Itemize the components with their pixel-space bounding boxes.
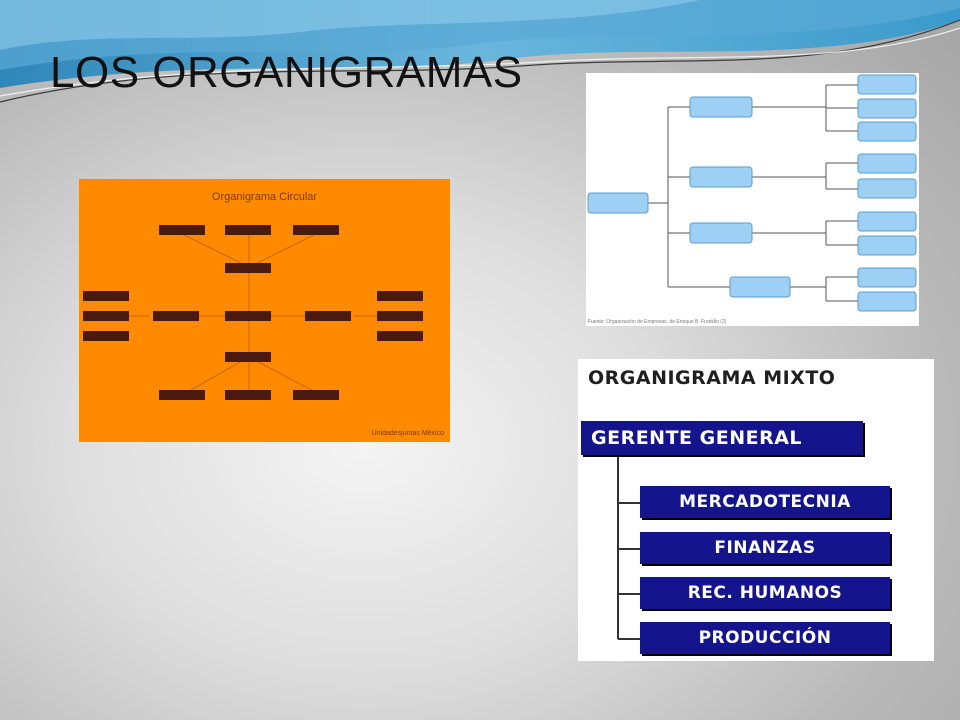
chart-box [377,331,423,341]
chart-box [293,390,339,400]
circular-chart-credit: Unidadesjuntas México [371,430,444,437]
chart-box [83,291,129,301]
horizontal-chart-credit: Fuente: Organización de Empresas, de Enr… [588,319,727,325]
chart-box [159,225,205,235]
gerente-general-box: GERENTE GENERAL [581,421,863,455]
circular-chart-graphic [83,225,423,400]
chart-box [689,166,753,188]
chart-box [305,311,351,321]
chart-box [225,352,271,362]
chart-box [729,276,791,298]
chart-box [857,121,917,142]
chart-box [293,225,339,235]
chart-box [689,222,753,244]
chart-box [857,211,917,232]
chart-box [83,311,129,321]
chart-box [587,192,649,214]
chart-box [153,311,199,321]
chart-box [857,98,917,119]
chart-box [225,263,271,273]
department-box: FINANZAS [640,532,890,564]
chart-box [225,311,271,321]
chart-box [857,153,917,174]
department-box: REC. HUMANOS [640,577,890,609]
circular-org-chart: Organigrama Circular Unidadesjuntas Méxi… [79,179,450,442]
chart-box [857,235,917,256]
mixed-org-chart: ORGANIGRAMA MIXTO GERENTE GENERAL MERCAD… [578,359,934,661]
department-box: MERCADOTECNIA [640,486,890,518]
mixed-chart-connectors [617,455,640,640]
horizontal-org-chart: Fuente: Organización de Empresas, de Enr… [586,73,919,326]
chart-box [83,331,129,341]
chart-box [857,74,917,95]
department-box: PRODUCCIÓN [640,622,890,654]
header-wave-decoration [0,0,960,103]
chart-box [225,225,271,235]
chart-box [377,311,423,321]
chart-box [857,178,917,199]
chart-box [159,390,205,400]
circular-chart-title: Organigrama Circular [211,191,318,203]
horizontal-chart-graphic [587,74,917,312]
chart-box [857,291,917,312]
slide-title: LOS ORGANIGRAMAS [50,48,523,97]
chart-box [225,390,271,400]
chart-box [689,96,753,118]
chart-box [857,267,917,288]
chart-box [377,291,423,301]
mixed-chart-title: ORGANIGRAMA MIXTO [588,367,836,389]
